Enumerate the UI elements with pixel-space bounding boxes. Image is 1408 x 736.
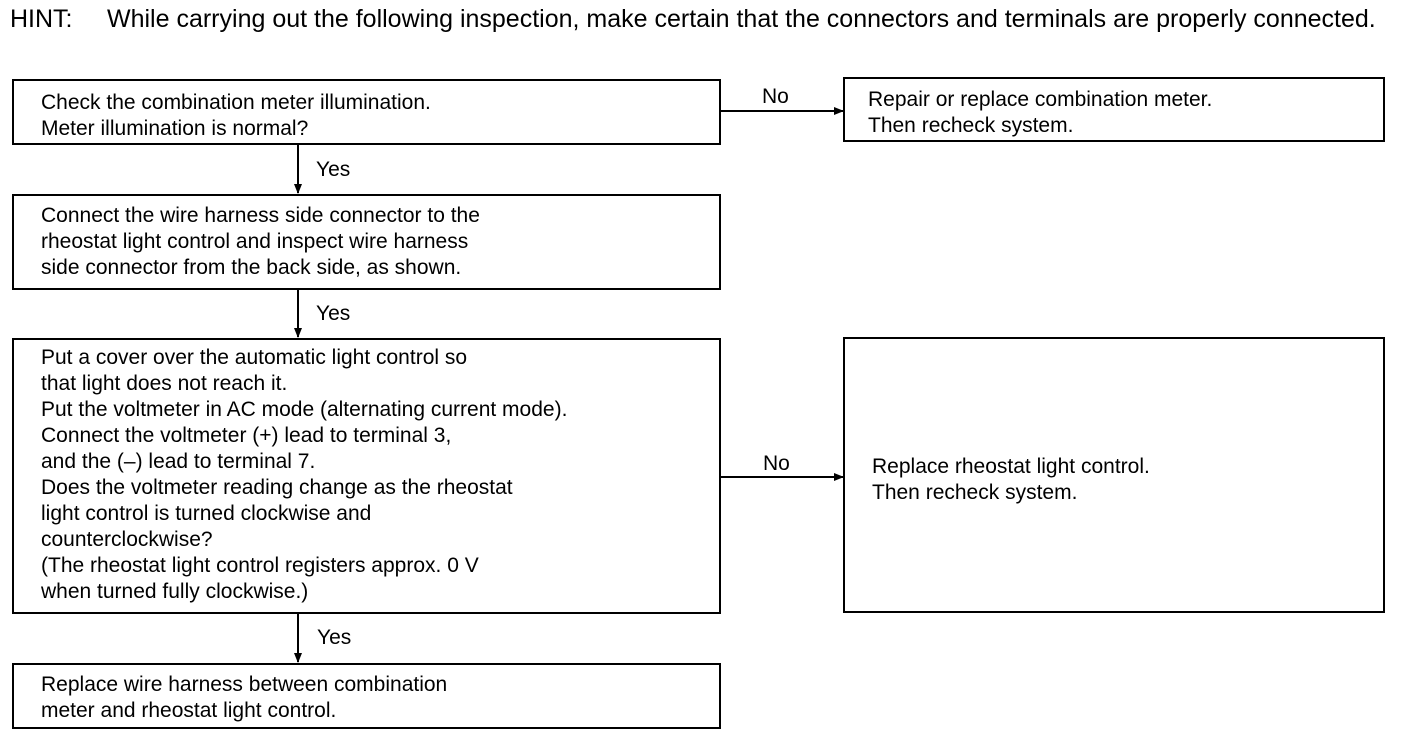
yes-label-step1: Yes <box>316 158 351 181</box>
step2-text: Connect the wire harness side connector … <box>41 204 480 279</box>
step4-text: Replace wire harness between combination… <box>41 673 448 722</box>
result3-box: Replace rheostat light control. Then rec… <box>843 337 1385 613</box>
step3-text: Put a cover over the automatic light con… <box>41 346 568 603</box>
no-label-step3: No <box>763 452 790 475</box>
hint-text: While carrying out the following inspect… <box>107 5 1376 33</box>
step4-box: Replace wire harness between combination… <box>12 663 721 729</box>
result3-text: Replace rheostat light control. Then rec… <box>872 455 1150 504</box>
step1-text: Check the combination meter illumination… <box>41 91 431 140</box>
step3-box: Put a cover over the automatic light con… <box>12 338 721 614</box>
result1-box: Repair or replace combination meter. The… <box>843 77 1385 142</box>
yes-label-step3: Yes <box>317 626 352 649</box>
step2-box: Connect the wire harness side connector … <box>12 194 721 290</box>
no-label-step1: No <box>762 85 789 108</box>
result1-text: Repair or replace combination meter. The… <box>868 88 1213 137</box>
yes-label-step2: Yes <box>316 302 351 325</box>
step1-box: Check the combination meter illumination… <box>12 79 721 145</box>
hint-label: HINT: <box>10 5 73 33</box>
